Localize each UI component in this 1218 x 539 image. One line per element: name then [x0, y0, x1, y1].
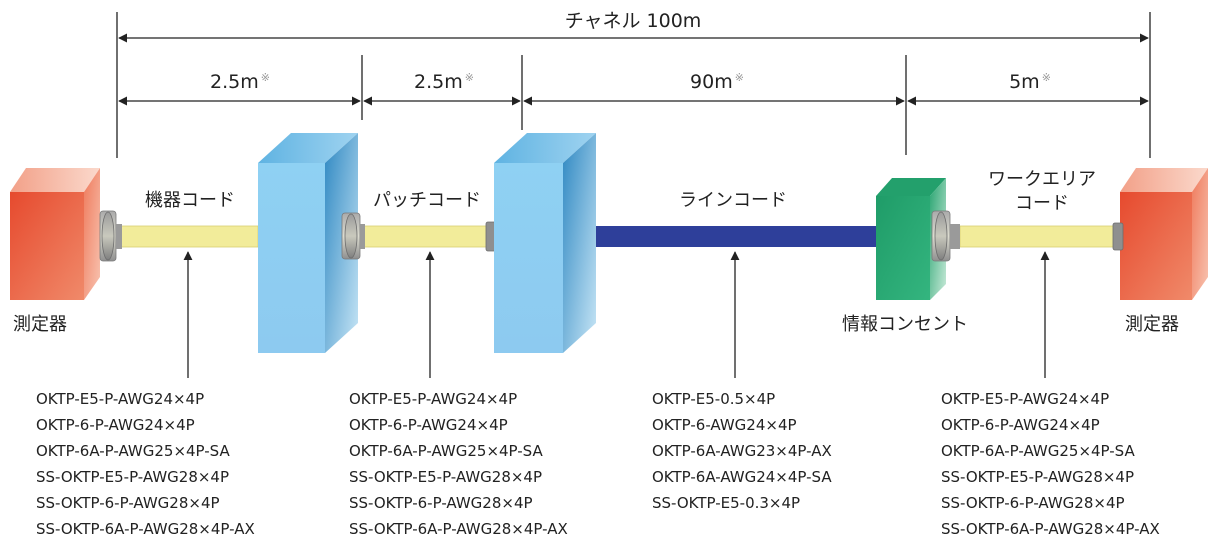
patch-panel-1 [258, 133, 358, 353]
model-number: OKTP-6-P-AWG24×4P [349, 416, 508, 434]
tester-right [1120, 168, 1208, 300]
work-area-cord [959, 225, 1121, 248]
model-number: SS-OKTP-6-P-AWG28×4P [941, 494, 1125, 512]
work-area-cord-label-line2: コード [1015, 193, 1069, 214]
model-list-1: OKTP-E5-P-AWG24×4P OKTP-6-P-AWG24×4P OKT… [36, 390, 255, 538]
plug-left [99, 210, 122, 262]
dimension-lines [116, 12, 1151, 158]
model-list-4: OKTP-E5-P-AWG24×4P OKTP-6-P-AWG24×4P OKT… [941, 390, 1160, 538]
tester-left-label: 測定器 [13, 314, 67, 335]
model-list-3: OKTP-E5-0.5×4P OKTP-6-AWG24×4P OKTP-6A-A… [652, 390, 832, 512]
model-number: SS-OKTP-6-P-AWG28×4P [349, 494, 533, 512]
model-number: OKTP-6-AWG24×4P [652, 416, 797, 434]
model-number: OKTP-E5-P-AWG24×4P [941, 390, 1109, 408]
model-number: OKTP-E5-0.5×4P [652, 390, 775, 408]
model-number: SS-OKTP-6A-P-AWG28×4P-AX [941, 520, 1160, 538]
model-number: OKTP-6-P-AWG24×4P [36, 416, 195, 434]
patch-cord-label: パッチコード [373, 190, 481, 211]
equipment-cord [117, 225, 259, 248]
equipment-cord-label: 機器コード [145, 190, 235, 211]
segment-1-length: 2.5m※ [210, 71, 270, 93]
model-number: OKTP-6A-AWG23×4P-AX [652, 442, 832, 460]
model-number: OKTP-6A-P-AWG25×4P-SA [349, 442, 543, 460]
channel-length-label: チャネル 100m [565, 10, 702, 32]
model-number: SS-OKTP-E5-P-AWG28×4P [349, 468, 542, 486]
model-number: SS-OKTP-E5-P-AWG28×4P [941, 468, 1134, 486]
tester-left [10, 168, 100, 300]
pointer-arrows [183, 251, 1050, 378]
plug-outlet [931, 210, 960, 262]
segment-4-length: 5m※ [1009, 71, 1051, 93]
model-number: SS-OKTP-E5-0.3×4P [652, 494, 800, 512]
model-number: OKTP-E5-P-AWG24×4P [349, 390, 517, 408]
patch-cord [363, 225, 491, 248]
model-number: OKTP-6A-P-AWG25×4P-SA [941, 442, 1135, 460]
outlet-label: 情報コンセント [842, 314, 968, 335]
model-number: OKTP-6A-P-AWG25×4P-SA [36, 442, 230, 460]
model-list-2: OKTP-E5-P-AWG24×4P OKTP-6-P-AWG24×4P OKT… [349, 390, 568, 538]
work-area-cord-label-line1: ワークエリア [988, 169, 1096, 190]
model-number: OKTP-E5-P-AWG24×4P [36, 390, 204, 408]
patch-panel-2 [494, 133, 596, 353]
model-number: SS-OKTP-6A-P-AWG28×4P-AX [349, 520, 568, 538]
segment-2-length: 2.5m※ [414, 71, 474, 93]
model-number: OKTP-6A-AWG24×4P-SA [652, 468, 832, 486]
segment-3-length: 90m※ [690, 71, 744, 93]
information-outlet [876, 178, 946, 300]
line-cord-label: ラインコード [679, 190, 787, 211]
model-number: SS-OKTP-6-P-AWG28×4P [36, 494, 220, 512]
plug-right [1112, 222, 1124, 251]
tester-right-label: 測定器 [1125, 314, 1179, 335]
model-number: SS-OKTP-E5-P-AWG28×4P [36, 468, 229, 486]
plug-patch-left [341, 212, 365, 260]
model-number: SS-OKTP-6A-P-AWG28×4P-AX [36, 520, 255, 538]
line-cord [587, 226, 879, 247]
model-number: OKTP-6-P-AWG24×4P [941, 416, 1100, 434]
